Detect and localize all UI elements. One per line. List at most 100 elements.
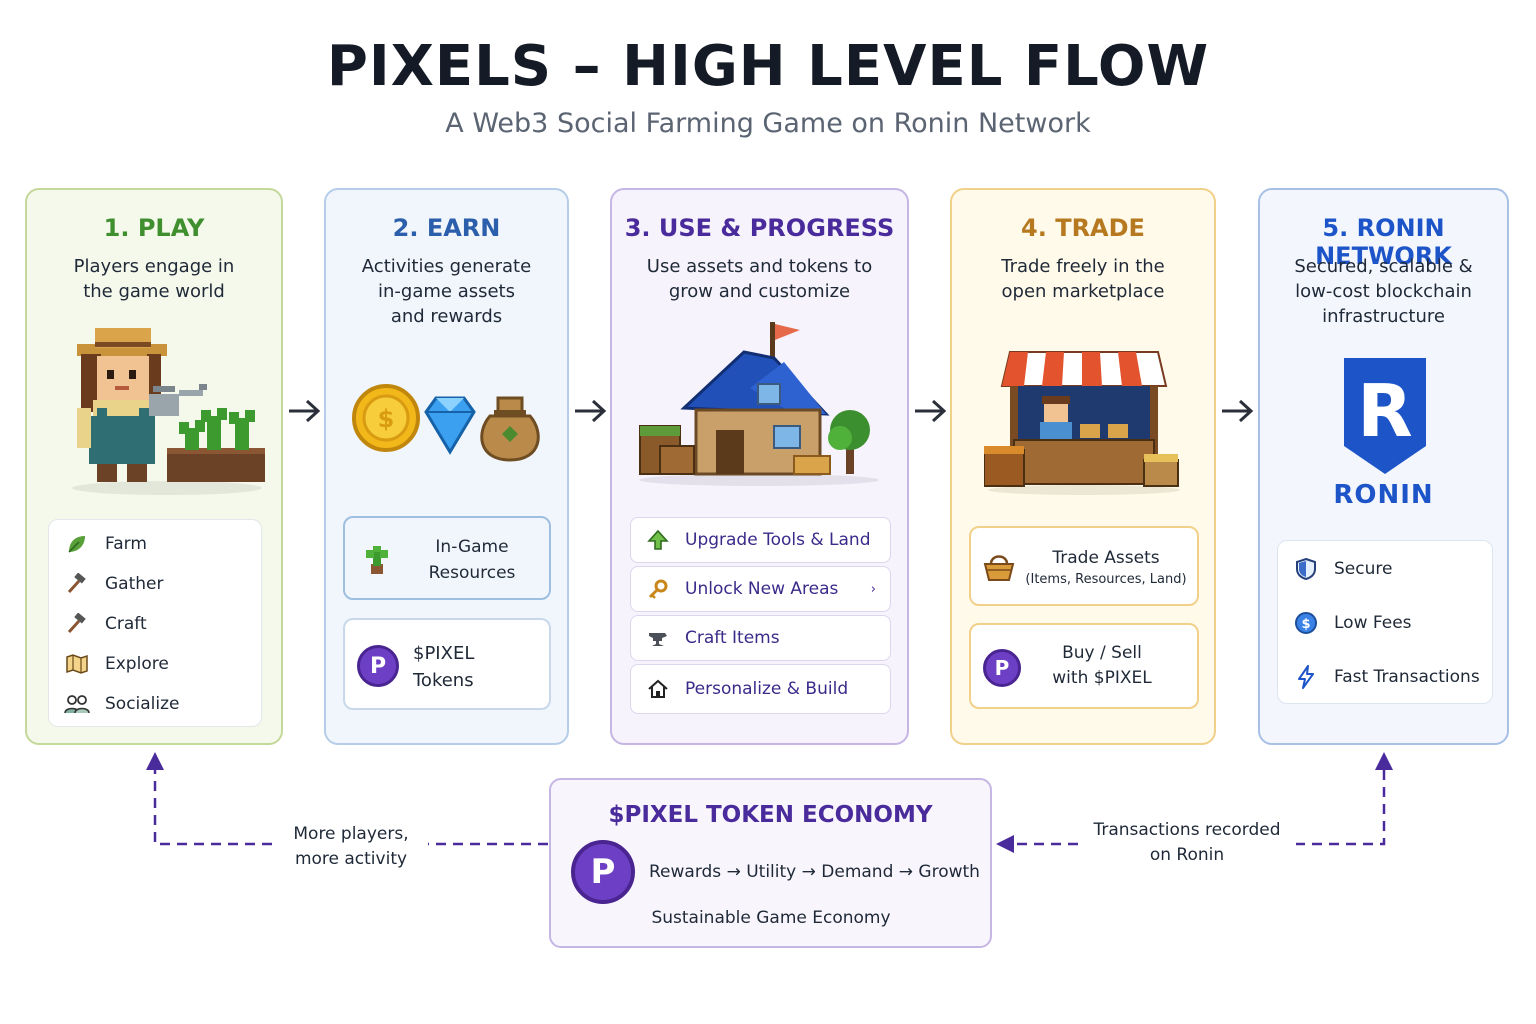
svg-text:$: $ [1301, 617, 1310, 632]
loop-note-left: More players, more activity [276, 822, 426, 872]
trade-column: 4. TRADE Trade freely in the open market… [950, 188, 1216, 745]
trade-desc-line-2: open marketplace [1001, 281, 1165, 302]
pixel-coin-icon: P [571, 840, 635, 904]
svg-text:$: $ [378, 405, 395, 433]
pixel-coin-letter: P [590, 852, 616, 892]
play-item-label: Socialize [105, 694, 180, 714]
play-item-label: Farm [105, 534, 147, 554]
ronin-item-low-fees[interactable]: $ Low Fees [1278, 603, 1492, 643]
play-item-label: Explore [105, 654, 169, 674]
ronin-logo-text: RONIN [1333, 480, 1434, 510]
loop-right-line-1: Transactions recorded [1093, 820, 1281, 840]
ronin-item-label: Fast Transactions [1334, 667, 1480, 687]
pixel-tokens-card[interactable]: P $PIXEL Tokens [343, 618, 551, 710]
earn-description: Activities generate in-game assets and r… [336, 254, 557, 329]
farmer-illustration [72, 328, 265, 495]
play-item-label: Craft [105, 614, 147, 634]
use-title: 3. USE & PROGRESS [624, 214, 895, 242]
trade-assets-line-1: Trade Assets [1052, 548, 1160, 568]
play-title: 1. PLAY [103, 214, 205, 242]
buy-sell-line-1: Buy / Sell [1062, 643, 1142, 663]
pixel-tokens-label: $PIXEL Tokens [413, 640, 474, 694]
use-item-personalize[interactable]: Personalize & Build [630, 664, 891, 714]
ronin-logo-icon: R [1344, 358, 1426, 474]
earn-column: 2. EARN Activities generate in-game asse… [324, 188, 569, 745]
play-item-farm[interactable]: Farm [49, 524, 261, 564]
flow-arrow-4 [1222, 399, 1254, 423]
ronin-desc-line-1: Secured, scalable & [1294, 256, 1473, 277]
loop-left-line-2: more activity [294, 849, 408, 869]
play-description: Players engage in the game world [37, 254, 271, 304]
use-item-upgrade[interactable]: Upgrade Tools & Land [630, 517, 891, 563]
token-economy-footer: Sustainable Game Economy [651, 908, 891, 928]
shield-icon [1292, 555, 1320, 583]
use-item-label: Craft Items [685, 628, 780, 648]
trade-title: 4. TRADE [1021, 214, 1145, 242]
buy-sell-line-2: with $PIXEL [1052, 668, 1152, 688]
pixel-tokens-line-1: $PIXEL [413, 643, 475, 664]
ronin-description: Secured, scalable & low-cost blockchain … [1270, 254, 1497, 329]
plant-icon [366, 546, 388, 574]
loop-right-line-2: on Ronin [1149, 845, 1225, 865]
page-title: PIXELS – HIGH LEVEL FLOW [326, 34, 1210, 99]
use-item-label: Unlock New Areas [685, 579, 839, 599]
token-economy-title: $PIXEL TOKEN ECONOMY [608, 802, 933, 828]
people-icon [63, 690, 91, 718]
play-item-socialize[interactable]: Socialize [49, 684, 261, 724]
ronin-column: 5. RONIN NETWORK Secured, scalable & low… [1258, 188, 1509, 745]
use-item-label: Upgrade Tools & Land [685, 530, 871, 550]
ronin-item-fast[interactable]: Fast Transactions [1278, 657, 1492, 697]
trade-assets-card[interactable]: Trade Assets (Items, Resources, Land) [969, 526, 1199, 606]
house-illustration [639, 322, 879, 486]
pixel-coin-letter: P [994, 656, 1010, 680]
loop-left-line-1: More players, [293, 824, 409, 844]
use-desc-line-2: grow and customize [668, 281, 851, 302]
house-icon [645, 676, 671, 702]
play-item-gather[interactable]: Gather [49, 564, 261, 604]
ronin-item-secure[interactable]: Secure [1278, 549, 1492, 589]
buy-sell-card[interactable]: P Buy / Sell with $PIXEL [969, 623, 1199, 709]
earn-desc-line-1: Activities generate [361, 256, 532, 277]
loop-note-right: Transactions recorded on Ronin [1080, 818, 1294, 868]
ronin-logo-letter: R [1357, 369, 1412, 453]
coin-icon: $ [1292, 609, 1320, 637]
pixel-coin-letter: P [369, 653, 387, 679]
anvil-icon [645, 625, 671, 651]
earn-title: 2. EARN [392, 214, 501, 242]
play-desc-line-1: Players engage in [73, 256, 235, 277]
pixel-coin-icon: P [983, 649, 1021, 687]
use-item-unlock[interactable]: Unlock New Areas › [630, 566, 891, 612]
use-item-craft[interactable]: Craft Items [630, 615, 891, 661]
arrow-up-icon [645, 527, 671, 553]
earn-desc-line-2: in-game assets [378, 281, 515, 302]
hammer-icon [63, 570, 91, 598]
rewards-illustration: $ [352, 384, 540, 462]
pixel-tokens-line-2: Tokens [413, 670, 474, 691]
ronin-item-label: Secure [1334, 559, 1393, 579]
ronin-item-label: Low Fees [1334, 613, 1412, 633]
trade-assets-line-2: (Items, Resources, Land) [1025, 572, 1187, 587]
play-item-explore[interactable]: Explore [49, 644, 261, 684]
trade-assets-label: Trade Assets (Items, Resources, Land) [1019, 546, 1193, 590]
play-column: 1. PLAY Players engage in the game world [25, 188, 283, 745]
play-item-label: Gather [105, 574, 164, 594]
in-game-resources-card[interactable]: In-Game Resources [343, 516, 551, 600]
in-game-resources-label: In-Game Resources [395, 534, 549, 586]
flow-arrow-2 [575, 399, 607, 423]
hammer-icon [63, 610, 91, 638]
play-item-craft[interactable]: Craft [49, 604, 261, 644]
resources-line-1: In-Game [435, 537, 509, 557]
basket-icon [983, 555, 1015, 581]
leaf-icon [63, 530, 91, 558]
map-icon [63, 650, 91, 678]
buy-sell-label: Buy / Sell with $PIXEL [1027, 641, 1177, 691]
ronin-desc-line-2: low-cost blockchain [1295, 281, 1472, 302]
pixel-coin-icon: P [357, 645, 399, 687]
chevron-right-icon: › [870, 581, 876, 597]
ronin-desc-line-3: infrastructure [1322, 306, 1445, 327]
lightning-icon [1292, 663, 1320, 691]
key-icon [645, 576, 671, 602]
use-description: Use assets and tokens to grow and custom… [622, 254, 897, 304]
page-subtitle: A Web3 Social Farming Game on Ronin Netw… [445, 108, 1091, 139]
